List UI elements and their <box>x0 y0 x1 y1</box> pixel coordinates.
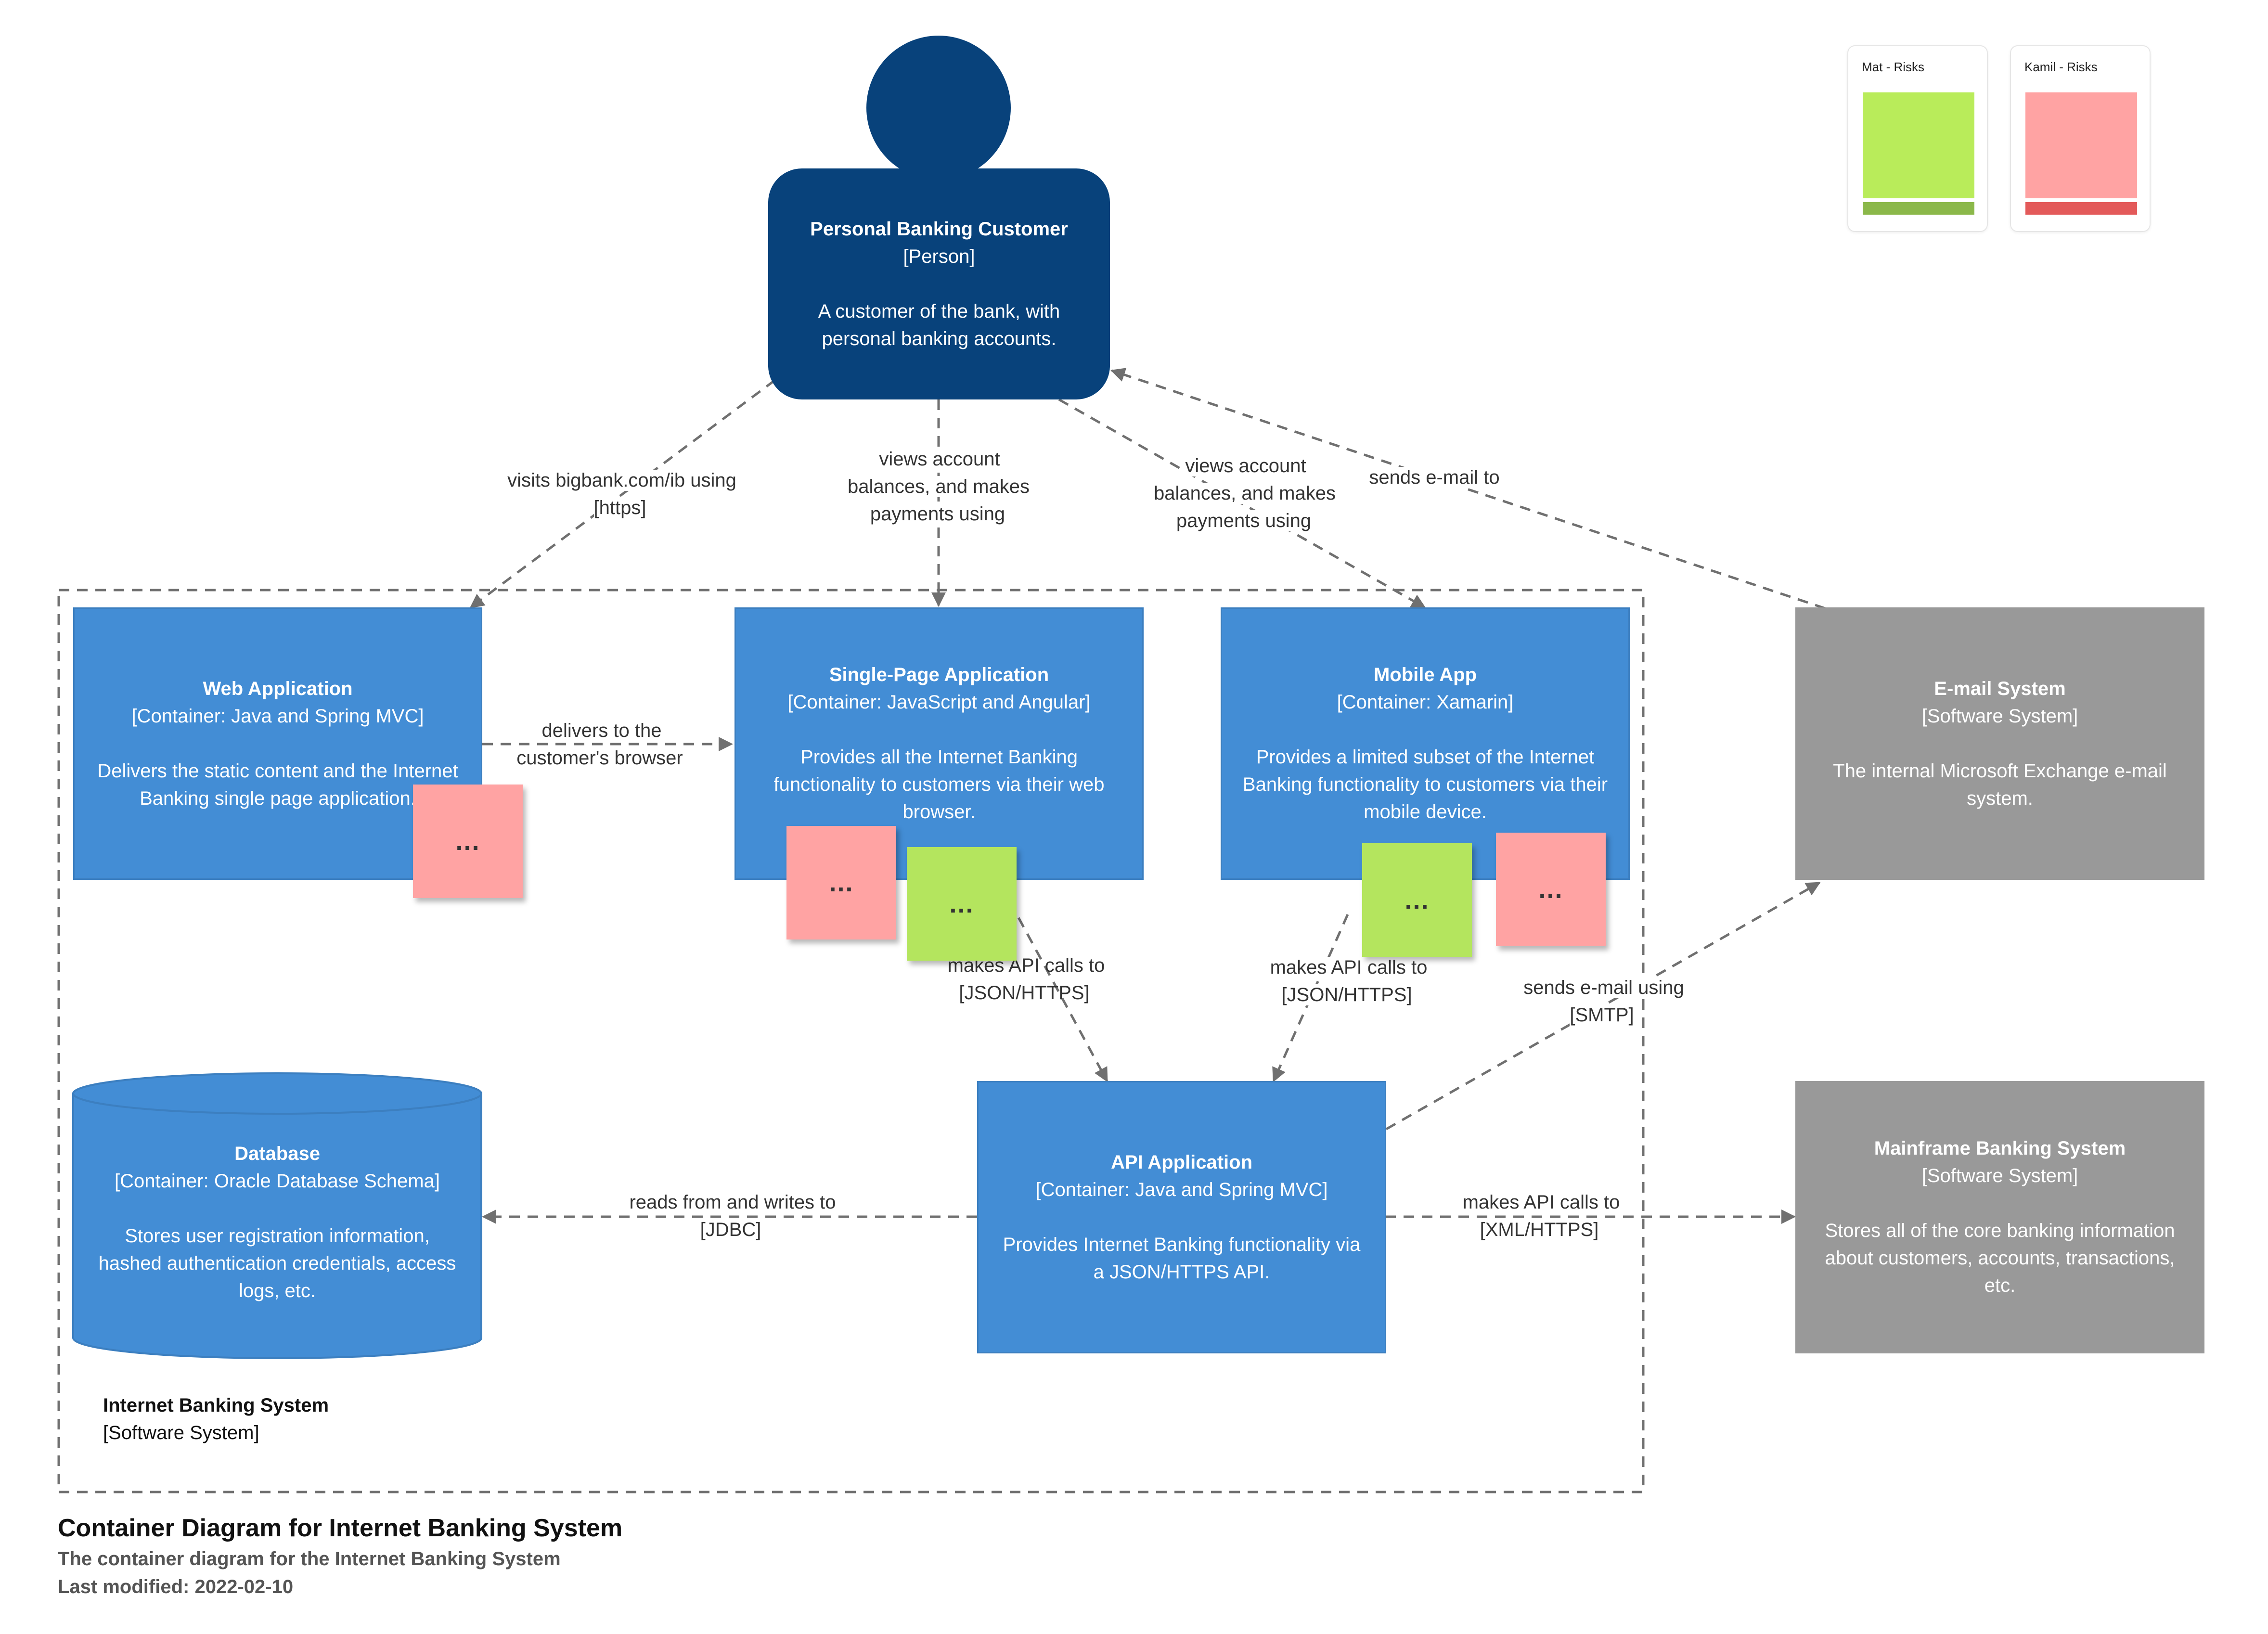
edge-label-smtp: sends e-mail using [SMTP] <box>1511 974 1694 1029</box>
api-name: API Application <box>1110 1151 1253 1173</box>
edge-label-views-spa: views account balances, and makes paymen… <box>847 449 1030 525</box>
edge-label-mobile-api: makes API calls to [JSON/HTTPS] <box>1251 954 1444 1009</box>
database-name: Database <box>234 1143 320 1164</box>
api-desc: Provides Internet Banking functionality … <box>1003 1234 1361 1283</box>
mobile-desc: Provides a limited subset of the Interne… <box>1242 746 1608 823</box>
web-app-desc: Delivers the static content and the Inte… <box>97 760 458 809</box>
customer-desc: A customer of the bank, with personal ba… <box>818 300 1060 349</box>
customer-name: Personal Banking Customer <box>810 218 1068 240</box>
legend-kamil-risks[interactable]: Kamil - Risks <box>2010 45 2151 232</box>
edge-label-sends-email: sends e-mail to <box>1343 464 1526 491</box>
boundary-label: Internet Banking System [Software System… <box>103 1392 329 1447</box>
mobile-type: [Container: Xamarin] <box>1337 692 1514 713</box>
email-system-box[interactable]: E-mail System [Software System] The inte… <box>1795 607 2204 880</box>
edge-spa-api <box>1000 885 1108 1082</box>
edge-label-views-mobile: views account balances, and makes paymen… <box>1153 455 1336 531</box>
database-desc: Stores user registration information, ha… <box>98 1225 456 1301</box>
risk-note-webapp[interactable]: ... <box>413 785 523 898</box>
mobile-name: Mobile App <box>1373 664 1477 685</box>
diagram-last-modified: Last modified: 2022-02-10 <box>58 1576 294 1597</box>
database-type: [Container: Oracle Database Schema] <box>115 1171 440 1192</box>
spa-type: [Container: JavaScript and Angular] <box>787 692 1091 713</box>
edge-label-spa-api: makes API calls to [JSON/HTTPS] <box>947 955 1105 1004</box>
legend-mat-title: Mat - Risks <box>1862 60 1924 74</box>
email-type: [Software System] <box>1921 705 2078 727</box>
database-box[interactable]: Database [Container: Oracle Database Sch… <box>73 1121 481 1324</box>
boundary-name: Internet Banking System <box>103 1395 329 1416</box>
diagram-title-block: Container Diagram for Internet Banking S… <box>58 1511 622 1601</box>
customer-head <box>866 36 1011 180</box>
edge-label-delivers: delivers to the customer's browser <box>500 717 702 772</box>
spa-desc: Provides all the Internet Banking functi… <box>773 746 1105 823</box>
risk-note-mobile-red[interactable]: ... <box>1496 833 1606 946</box>
risk-note-mobile-green[interactable]: ... <box>1362 843 1472 957</box>
spa-name: Single-Page Application <box>829 664 1049 685</box>
edge-mobile-api <box>1272 913 1349 1082</box>
edge-api-email <box>1385 881 1821 1131</box>
mainframe-name: Mainframe Banking System <box>1874 1138 2126 1159</box>
edge-customer-webapp <box>469 379 776 609</box>
diagram-description: The container diagram for the Internet B… <box>58 1548 561 1570</box>
mainframe-system-box[interactable]: Mainframe Banking System [Software Syste… <box>1795 1081 2204 1353</box>
edge-label-visits: visits bigbank.com/ib using [https] <box>481 467 760 522</box>
web-app-name: Web Application <box>203 678 353 699</box>
api-application-box[interactable]: API Application [Container: Java and Spr… <box>977 1081 1386 1353</box>
legend-kamil-note <box>2025 92 2137 218</box>
legend-mat-note <box>1863 92 1974 218</box>
customer-person[interactable]: Personal Banking Customer [Person] A cus… <box>768 168 1110 399</box>
database-cylinder[interactable] <box>72 1072 482 1359</box>
api-type: [Container: Java and Spring MVC] <box>1035 1179 1328 1200</box>
web-app-type: [Container: Java and Spring MVC] <box>131 705 424 727</box>
system-boundary <box>57 589 1645 1493</box>
edge-label-jdbc: reads from and writes to [JDBC] <box>611 1189 852 1244</box>
email-name: E-mail System <box>1934 678 2066 699</box>
risk-note-spa-green[interactable]: ... <box>907 847 1017 961</box>
legend-mat-risks[interactable]: Mat - Risks <box>1847 45 1988 232</box>
email-desc: The internal Microsoft Exchange e-mail s… <box>1833 760 2167 809</box>
boundary-type: [Software System] <box>103 1422 259 1443</box>
customer-type: [Person] <box>903 245 975 267</box>
mainframe-desc: Stores all of the core banking informati… <box>1825 1220 2175 1296</box>
risk-note-spa-red[interactable]: ... <box>786 826 896 939</box>
mainframe-type: [Software System] <box>1921 1165 2078 1186</box>
legend-kamil-title: Kamil - Risks <box>2024 60 2098 74</box>
diagram-title: Container Diagram for Internet Banking S… <box>58 1514 623 1542</box>
edge-label-xml: makes API calls to [XML/HTTPS] <box>1434 1189 1646 1244</box>
edge-email-customer <box>1110 368 1826 610</box>
